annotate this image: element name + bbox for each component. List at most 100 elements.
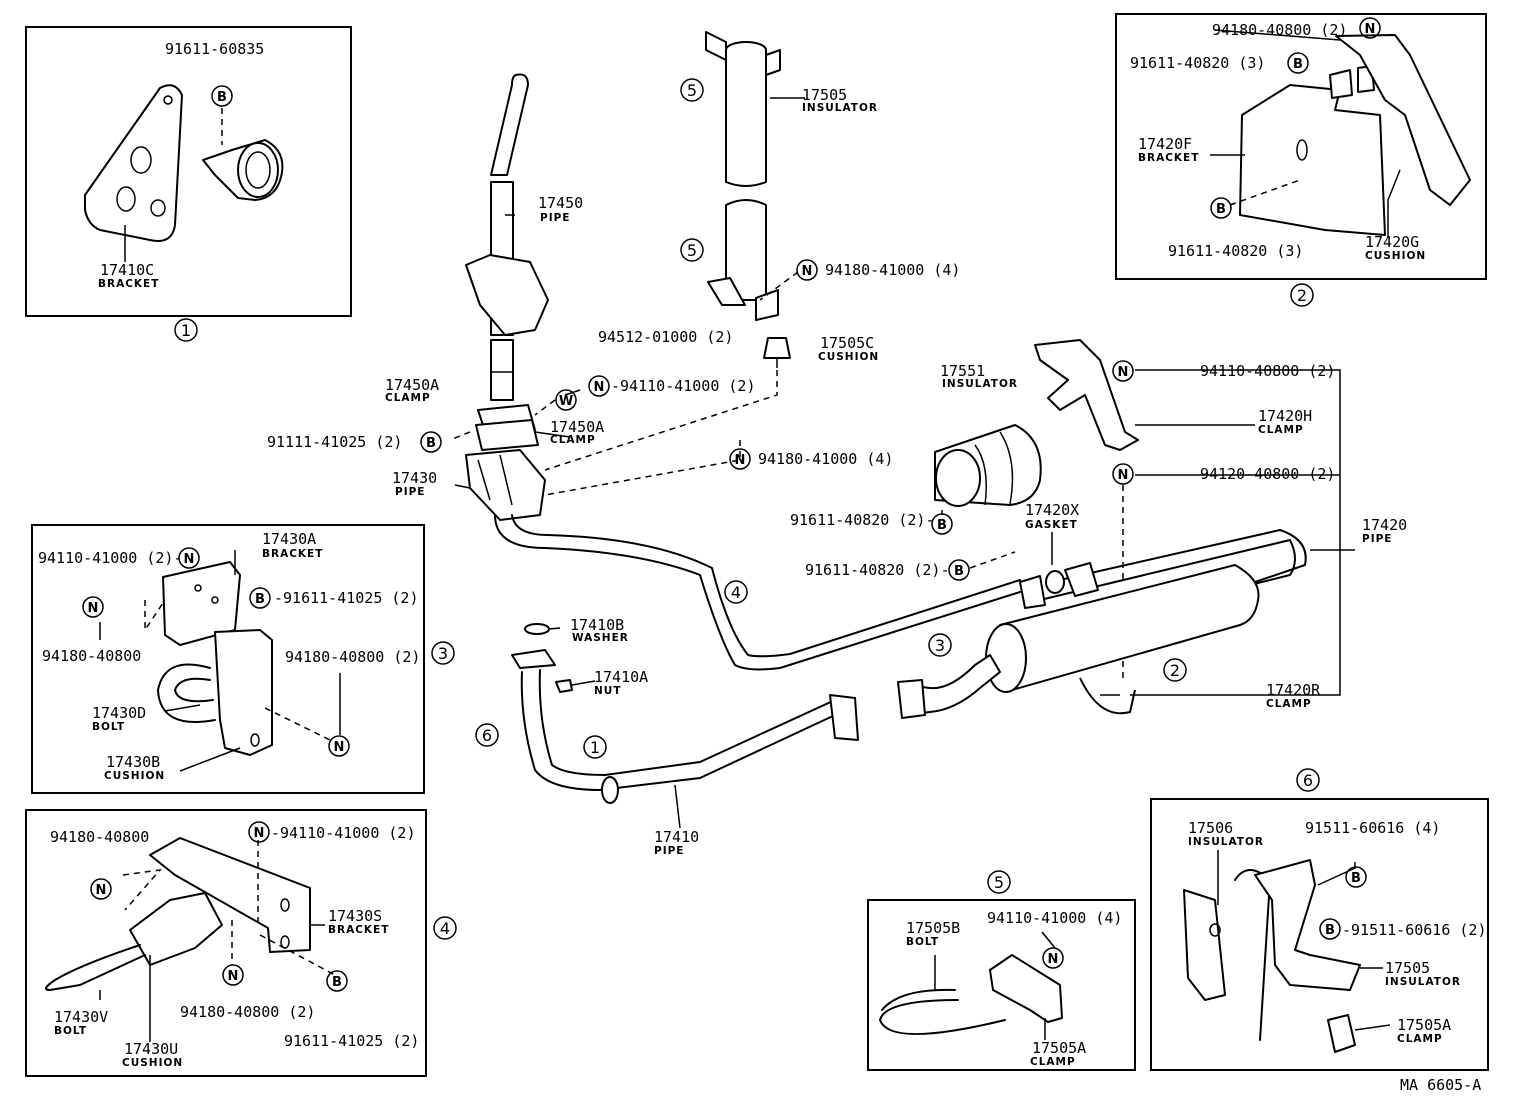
section-number-5-top: 5 bbox=[680, 78, 704, 102]
part-number-label: 17506 bbox=[1188, 819, 1233, 837]
part-name-label: BOLT bbox=[906, 936, 939, 948]
svg-text:B: B bbox=[1351, 871, 1361, 886]
nut-symbol: N bbox=[1042, 947, 1064, 969]
svg-text:B: B bbox=[255, 592, 265, 607]
bolt-symbol: B bbox=[1210, 197, 1232, 219]
nut-symbol: N bbox=[222, 964, 244, 986]
part-number-label: 17450 bbox=[538, 194, 583, 212]
nut-symbol: N bbox=[1359, 17, 1381, 39]
part-number-label: 17420G bbox=[1365, 233, 1419, 251]
part-number-label: 17551 bbox=[940, 362, 985, 380]
svg-text:N: N bbox=[254, 826, 265, 841]
bolt-symbol: B bbox=[948, 559, 970, 581]
gasket-17420x-drawing bbox=[1019, 562, 1099, 609]
nut-symbol: N bbox=[90, 878, 112, 900]
section-number-2-pipe: 2 bbox=[1163, 658, 1187, 682]
part-name-label: PIPE bbox=[540, 212, 570, 224]
part-name-label: INSULATOR bbox=[942, 378, 1018, 390]
bolt-symbol: B bbox=[326, 970, 348, 992]
part-number-label: 94180-40800 (2) bbox=[180, 1003, 315, 1021]
washer-symbol: W bbox=[555, 389, 577, 411]
part-name-label: BOLT bbox=[92, 721, 125, 733]
leader-line bbox=[759, 271, 799, 301]
bolt-17505b-drawing bbox=[879, 988, 1006, 1035]
part-number-label: 17505 bbox=[1385, 959, 1430, 977]
svg-text:6: 6 bbox=[1303, 771, 1313, 790]
leader-line bbox=[1130, 369, 1341, 696]
svg-text:5: 5 bbox=[687, 81, 697, 100]
leader-line bbox=[544, 440, 741, 496]
part-number-label: 17505A bbox=[1397, 1016, 1451, 1034]
section-number-5-mid: 5 bbox=[680, 238, 704, 262]
detail-box-5 bbox=[867, 899, 1136, 1071]
part-number-label: 17505A bbox=[1032, 1039, 1086, 1057]
svg-text:4: 4 bbox=[731, 583, 741, 602]
part-number-label: 17410C bbox=[100, 261, 154, 279]
part-name-label: BRACKET bbox=[328, 924, 389, 936]
clamp-17420h-drawing bbox=[1034, 339, 1139, 451]
part-number-label: 94180-40800 bbox=[50, 828, 149, 846]
part-number-label: 94180-40800 (2) bbox=[1212, 21, 1347, 39]
section-number-1-box: 1 bbox=[174, 318, 198, 342]
section-number-5-box: 5 bbox=[987, 870, 1011, 894]
cushion-17430u-drawing bbox=[129, 892, 223, 966]
part-name-label: BRACKET bbox=[1138, 152, 1199, 164]
bolt-symbol: B bbox=[249, 587, 271, 609]
part-number-label: 17430V bbox=[54, 1008, 108, 1026]
svg-text:W: W bbox=[559, 394, 573, 409]
svg-text:N: N bbox=[184, 552, 195, 567]
clamp-17450a-drawing bbox=[475, 404, 539, 451]
section-number-1-pipe: 1 bbox=[583, 735, 607, 759]
leader-line bbox=[1387, 169, 1401, 238]
part-number-label: 17430U bbox=[124, 1040, 178, 1058]
detail-box-2 bbox=[1115, 13, 1487, 280]
svg-text:N: N bbox=[1118, 365, 1129, 380]
part-number-label: 94180-40800 bbox=[42, 647, 141, 665]
clamp-17505a-box6-drawing bbox=[1327, 1014, 1356, 1053]
part-number-label: 17420R bbox=[1266, 681, 1321, 699]
part-name-label: CUSHION bbox=[818, 351, 879, 363]
part-number-label: -94110-41000 (2) bbox=[611, 377, 756, 395]
part-name-label: BRACKET bbox=[98, 278, 159, 290]
clamp-detail-1-drawing bbox=[202, 139, 284, 201]
cushion-17430b-drawing bbox=[214, 629, 273, 756]
bolt-symbol: B bbox=[931, 513, 953, 535]
part-name-label: CLAMP bbox=[1266, 698, 1312, 710]
svg-text:6: 6 bbox=[482, 726, 492, 745]
part-name-label: BOLT bbox=[54, 1025, 87, 1037]
part-number-label: 91611-40820 (3) bbox=[1130, 54, 1265, 72]
part-number-label: 91611-40820 (2)- bbox=[790, 511, 935, 529]
cushion-17420g-drawing bbox=[1335, 34, 1471, 206]
svg-text:3: 3 bbox=[935, 636, 945, 655]
leader-line bbox=[544, 370, 778, 471]
leader-line bbox=[534, 399, 556, 416]
bolt-symbol: B bbox=[1287, 52, 1309, 74]
part-number-label: 94110-40800 (2) bbox=[1200, 362, 1335, 380]
part-number-label: 17505B bbox=[906, 919, 960, 937]
part-name-label: CLAMP bbox=[1258, 424, 1304, 436]
svg-text:2: 2 bbox=[1170, 661, 1180, 680]
leader-line bbox=[164, 704, 201, 712]
bolt-17430d-drawing bbox=[157, 663, 216, 723]
part-number-label: 91611-60835 bbox=[165, 40, 264, 58]
leader-line bbox=[1317, 862, 1356, 886]
cushion-17505c-drawing bbox=[763, 337, 791, 368]
part-number-label: 17430D bbox=[92, 704, 146, 722]
nut-symbol: N bbox=[248, 821, 270, 843]
detail-box-1 bbox=[25, 26, 352, 317]
part-number-label: 17430A bbox=[262, 530, 316, 548]
svg-text:2: 2 bbox=[1297, 286, 1307, 305]
detail-box-6 bbox=[1150, 798, 1489, 1071]
bracket-17430a-drawing bbox=[162, 561, 241, 646]
bracket-17420f-drawing bbox=[1239, 65, 1386, 236]
svg-text:4: 4 bbox=[440, 919, 450, 938]
part-name-label: BRACKET bbox=[262, 548, 323, 560]
insulator-17505-drawing bbox=[705, 31, 781, 321]
section-number-3-pipe: 3 bbox=[928, 633, 952, 657]
leader-line bbox=[1354, 1024, 1391, 1031]
leader-line bbox=[674, 784, 681, 829]
part-name-label: NUT bbox=[594, 685, 621, 697]
part-number-label: 17410A bbox=[594, 668, 648, 686]
